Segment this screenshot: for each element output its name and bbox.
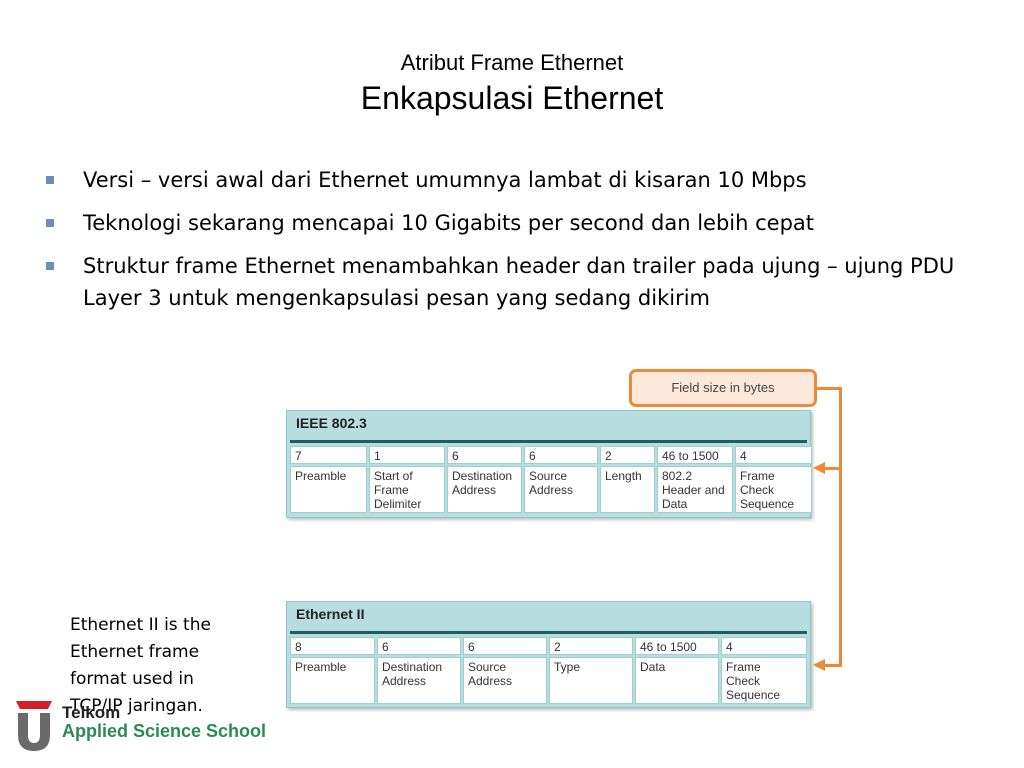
field-size-cell: 1: [369, 446, 445, 464]
field-size-cell: 6: [463, 637, 547, 655]
bullet-square-icon: [46, 176, 54, 184]
field-size-cell: 2: [600, 446, 655, 464]
logo-wordmark: Telkom: [62, 703, 121, 722]
field-name-cell: Source Address: [463, 657, 547, 704]
slide-subtitle: Atribut Frame Ethernet: [400, 50, 624, 75]
connector-line: [824, 467, 842, 470]
field-size-cell: 6: [377, 637, 461, 655]
bullet-list: Versi – versi awal dari Ethernet umumnya…: [44, 164, 1004, 325]
field-size-cell: 4: [721, 637, 807, 655]
bullet-text: Struktur frame Ethernet menambahkan head…: [83, 254, 955, 310]
field-size-cell: 6: [447, 446, 522, 464]
field-name-cell: Destination Address: [377, 657, 461, 704]
frame-title: IEEE 802.3: [296, 415, 367, 431]
field-name-cell: Preamble: [290, 657, 375, 704]
frame-divider: [290, 440, 807, 443]
field-name-cell: 802.2 Header and Data: [657, 466, 733, 513]
bullet-text: Teknologi sekarang mencapai 10 Gigabits …: [83, 211, 815, 235]
field-name-cell: Destination Address: [447, 466, 522, 513]
connector-line: [839, 387, 842, 667]
field-size-cell: 7: [290, 446, 367, 464]
telkom-logo-icon: [16, 701, 52, 751]
arrow-left-icon: [813, 462, 825, 474]
field-name-cell: Source Address: [524, 466, 598, 513]
ethernet-ii-note: Ethernet II is the Ethernet frame format…: [70, 615, 211, 716]
bullet-item: Versi – versi awal dari Ethernet umumnya…: [44, 164, 1004, 196]
logo-subtitle: Applied Science School: [62, 721, 267, 741]
telkom-logo: Telkom Applied Science School: [14, 697, 274, 757]
arrow-left-icon: [813, 659, 825, 671]
bullet-item: Teknologi sekarang mencapai 10 Gigabits …: [44, 207, 1004, 239]
field-size-cell: 46 to 1500: [635, 637, 719, 655]
bullet-text: Versi – versi awal dari Ethernet umumnya…: [83, 168, 807, 192]
field-size-cell: 6: [524, 446, 598, 464]
field-size-cell: 2: [549, 637, 633, 655]
connector-line: [824, 664, 842, 667]
frame-title: Ethernet II: [296, 606, 365, 622]
bullet-item: Struktur frame Ethernet menambahkan head…: [44, 250, 1004, 314]
connector-line: [817, 387, 842, 390]
bullet-square-icon: [46, 219, 54, 227]
field-name-cell: Length: [600, 466, 655, 513]
frame-divider: [290, 631, 807, 634]
field-size-callout: Field size in bytes: [629, 369, 817, 407]
field-size-cell: 8: [290, 637, 375, 655]
field-name-cell: Preamble: [290, 466, 367, 513]
bullet-square-icon: [46, 262, 54, 270]
slide-title: Enkapsulasi Ethernet: [360, 80, 664, 116]
field-name-cell: Start of Frame Delimiter: [369, 466, 445, 513]
field-size-cell: 46 to 1500: [657, 446, 733, 464]
field-name-cell: Frame Check Sequence: [735, 466, 812, 513]
field-name-cell: Data: [635, 657, 719, 704]
field-size-cell: 4: [735, 446, 812, 464]
field-name-cell: Type: [549, 657, 633, 704]
field-name-cell: Frame Check Sequence: [721, 657, 807, 704]
